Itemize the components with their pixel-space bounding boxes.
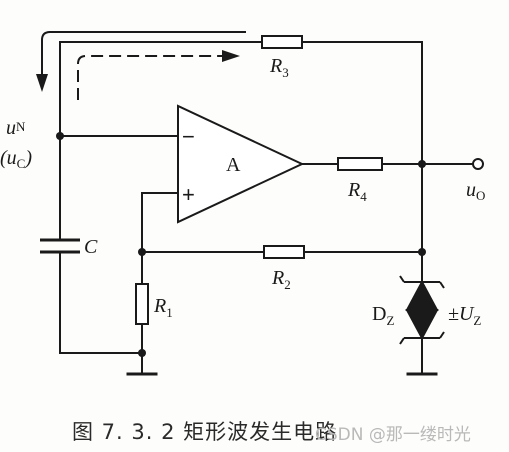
opamp-triangle xyxy=(177,104,305,224)
label-dz: DZ xyxy=(372,303,394,328)
figure-caption: 图 7. 3. 2 矩形波发生电路 CSDN @那一缕时光 xyxy=(0,408,509,452)
circuit-diagram: R3 R4 R2 R1 C A − + uN (uC) uO DZ ±UZ xyxy=(0,31,485,376)
resistor-r1 xyxy=(135,283,149,325)
label-un: uN xyxy=(6,117,26,139)
current-arrow-solid xyxy=(36,31,246,92)
resistor-r3 xyxy=(261,35,303,49)
label-uc: (uC) xyxy=(0,147,32,171)
label-opamp: A xyxy=(226,154,241,176)
junction-dot-output xyxy=(418,160,426,168)
zener-diode-pair xyxy=(399,275,445,345)
label-r3: R3 xyxy=(269,55,289,80)
resistor-r2 xyxy=(263,245,305,259)
label-uo: uO xyxy=(466,179,485,203)
caption-text: 图 7. 3. 2 矩形波发生电路 xyxy=(72,420,338,444)
label-uz: ±UZ xyxy=(448,303,481,328)
label-r1: R1 xyxy=(153,295,173,320)
watermark: CSDN @那一缕时光 xyxy=(315,425,471,445)
junction-dot-noninv xyxy=(138,248,146,256)
junction-dot-ground xyxy=(138,349,146,357)
label-capacitor: C xyxy=(84,236,98,258)
junction-dot-inverting xyxy=(56,132,64,140)
current-arrow-dashed xyxy=(77,50,240,100)
junction-dot-r2-right xyxy=(418,248,426,256)
label-r2: R2 xyxy=(271,267,291,292)
output-terminal xyxy=(472,158,484,170)
label-opamp-minus: − xyxy=(182,124,195,149)
label-opamp-plus: + xyxy=(182,182,195,207)
label-r4: R4 xyxy=(347,179,367,204)
resistor-r4 xyxy=(337,157,383,171)
